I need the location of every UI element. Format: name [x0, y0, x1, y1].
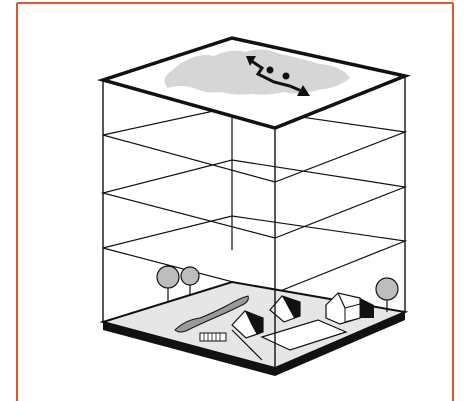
top-map-layer — [103, 38, 405, 128]
layer-plane-4 — [103, 216, 405, 293]
fence-icon — [200, 333, 226, 341]
layer-plane-3 — [103, 160, 405, 238]
tree-icon — [181, 267, 199, 296]
tree-icon — [157, 266, 179, 302]
